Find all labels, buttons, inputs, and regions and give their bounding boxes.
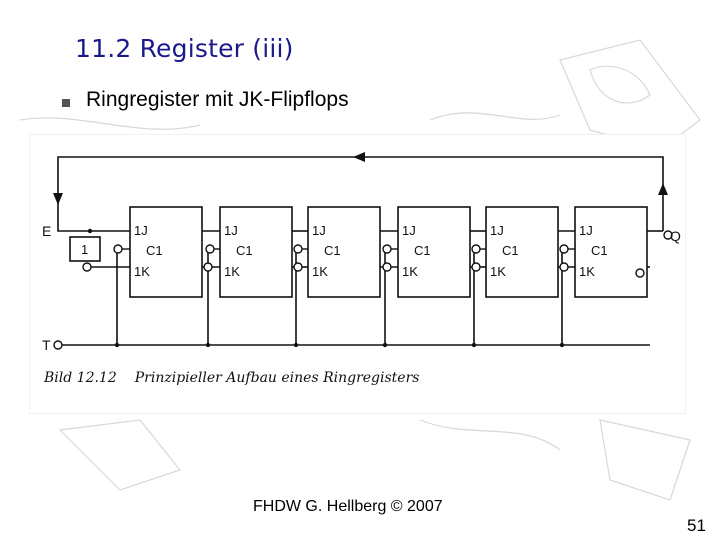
input-e-label: E	[42, 223, 51, 239]
clock-t-label: T	[42, 337, 51, 353]
flipflop-3: 1J C1 1K	[312, 223, 341, 279]
ff-pin-c: C1	[502, 243, 519, 258]
flipflop-1: 1J C1 1K	[134, 223, 163, 279]
ff-pin-k: 1K	[490, 264, 506, 279]
figure-caption: Bild 12.12 Prinzipieller Aufbau eines Rin…	[44, 370, 419, 386]
ff-pin-k: 1K	[312, 264, 328, 279]
ff-pin-k: 1K	[579, 264, 595, 279]
ff-pin-c: C1	[414, 243, 431, 258]
circuit-diagram: E T Q 1 1J C1 1K 1J C1 1K 1J C1 1K 1J C1…	[42, 152, 681, 353]
ff-pin-j: 1J	[490, 223, 504, 238]
flipflop-5: 1J C1 1K	[490, 223, 519, 279]
slide-title: 11.2 Register (iii)	[75, 34, 294, 63]
ff-pin-j: 1J	[579, 223, 593, 238]
ff-pin-k: 1K	[134, 264, 150, 279]
caption-text: Prinzipieller Aufbau eines Ringregisters	[134, 370, 420, 386]
ff-pin-j: 1J	[134, 223, 148, 238]
flipflop-6: 1J C1 1K	[579, 223, 608, 279]
ff-pin-j: 1J	[402, 223, 416, 238]
ff-pin-c: C1	[146, 243, 163, 258]
caption-number: Bild 12.12	[44, 370, 117, 386]
ff-pin-c: C1	[591, 243, 608, 258]
flipflop-2: 1J C1 1K	[224, 223, 253, 279]
slide-footer: FHDW G. Hellberg © 2007	[253, 498, 443, 515]
ff-pin-k: 1K	[224, 264, 240, 279]
constant-one-label: 1	[81, 242, 88, 257]
bullet-marker	[62, 99, 70, 107]
ff-pin-c: C1	[236, 243, 253, 258]
flipflop-4: 1J C1 1K	[402, 223, 431, 279]
ff-pin-k: 1K	[402, 264, 418, 279]
page-number: 51	[687, 516, 706, 535]
ff-pin-j: 1J	[224, 223, 238, 238]
output-q-label: Q	[670, 228, 681, 244]
ff-pin-c: C1	[324, 243, 341, 258]
ring-register-figure: E T Q 1 1J C1 1K 1J C1 1K 1J C1 1K 1J C1…	[30, 135, 685, 413]
ff-pin-j: 1J	[312, 223, 326, 238]
bullet-text: Ringregister mit JK-Flipflops	[86, 88, 349, 111]
